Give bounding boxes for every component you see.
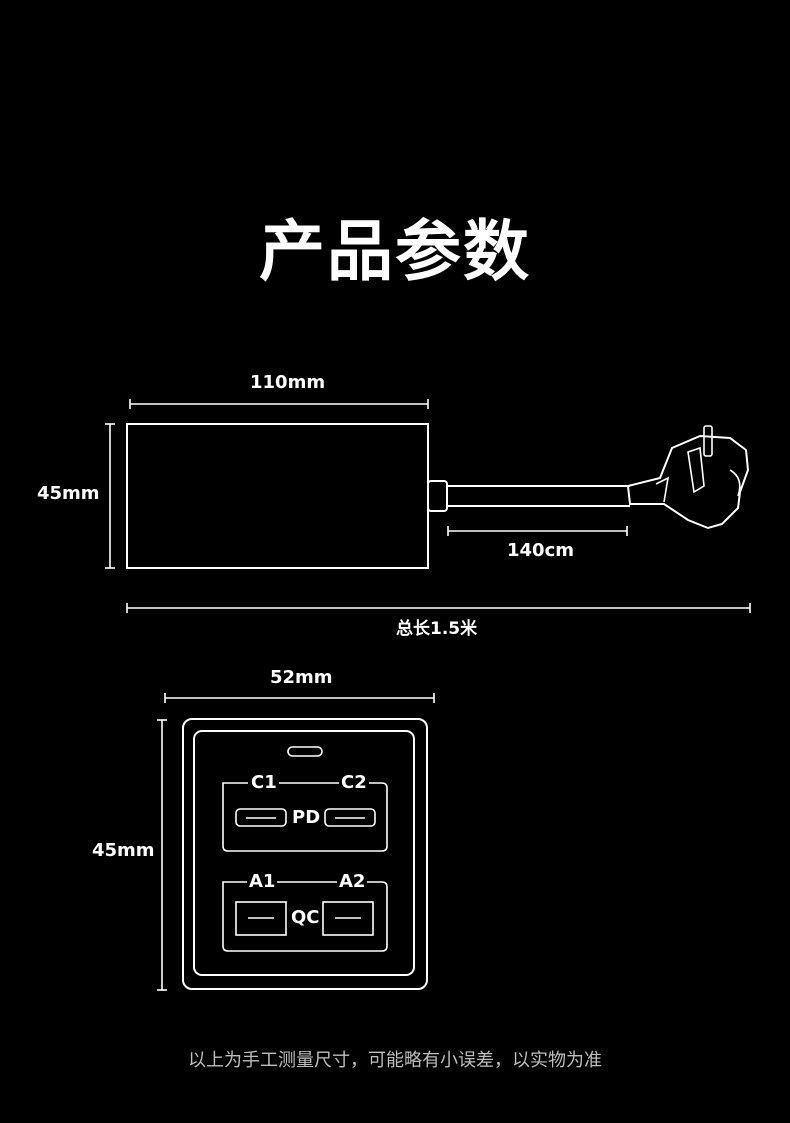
side-height-label: 45mm: [37, 483, 100, 504]
front-inner-panel: [193, 730, 415, 976]
front-outer-frame: [182, 718, 428, 990]
device-body-side: [126, 423, 429, 569]
total-length-label: 总长1.5米: [396, 619, 478, 639]
port-label-c2: C2: [339, 772, 369, 794]
page-title: 产品参数: [259, 213, 531, 290]
qc-label: QC: [289, 907, 322, 929]
port-label-c1: C1: [249, 772, 279, 794]
measurement-footnote: 以上为手工测量尺寸，可能略有小误差，以实物为准: [188, 1050, 602, 1071]
usb-c-port-1: [235, 808, 287, 827]
usb-c-port-2: [324, 808, 376, 827]
side-width-label: 110mm: [250, 372, 326, 393]
front-height-label: 45mm: [92, 840, 155, 861]
plug-outline: [626, 434, 750, 530]
plug-pin: [703, 425, 713, 457]
indicator-light: [287, 746, 323, 757]
usb-a-port-2: [322, 901, 374, 936]
port-label-a2: A2: [337, 871, 368, 893]
front-width-label: 52mm: [270, 667, 333, 688]
cable-length-label: 140cm: [507, 540, 574, 561]
pd-label: PD: [290, 807, 323, 829]
usb-a-port-1: [235, 901, 287, 936]
port-label-a1: A1: [247, 871, 278, 893]
